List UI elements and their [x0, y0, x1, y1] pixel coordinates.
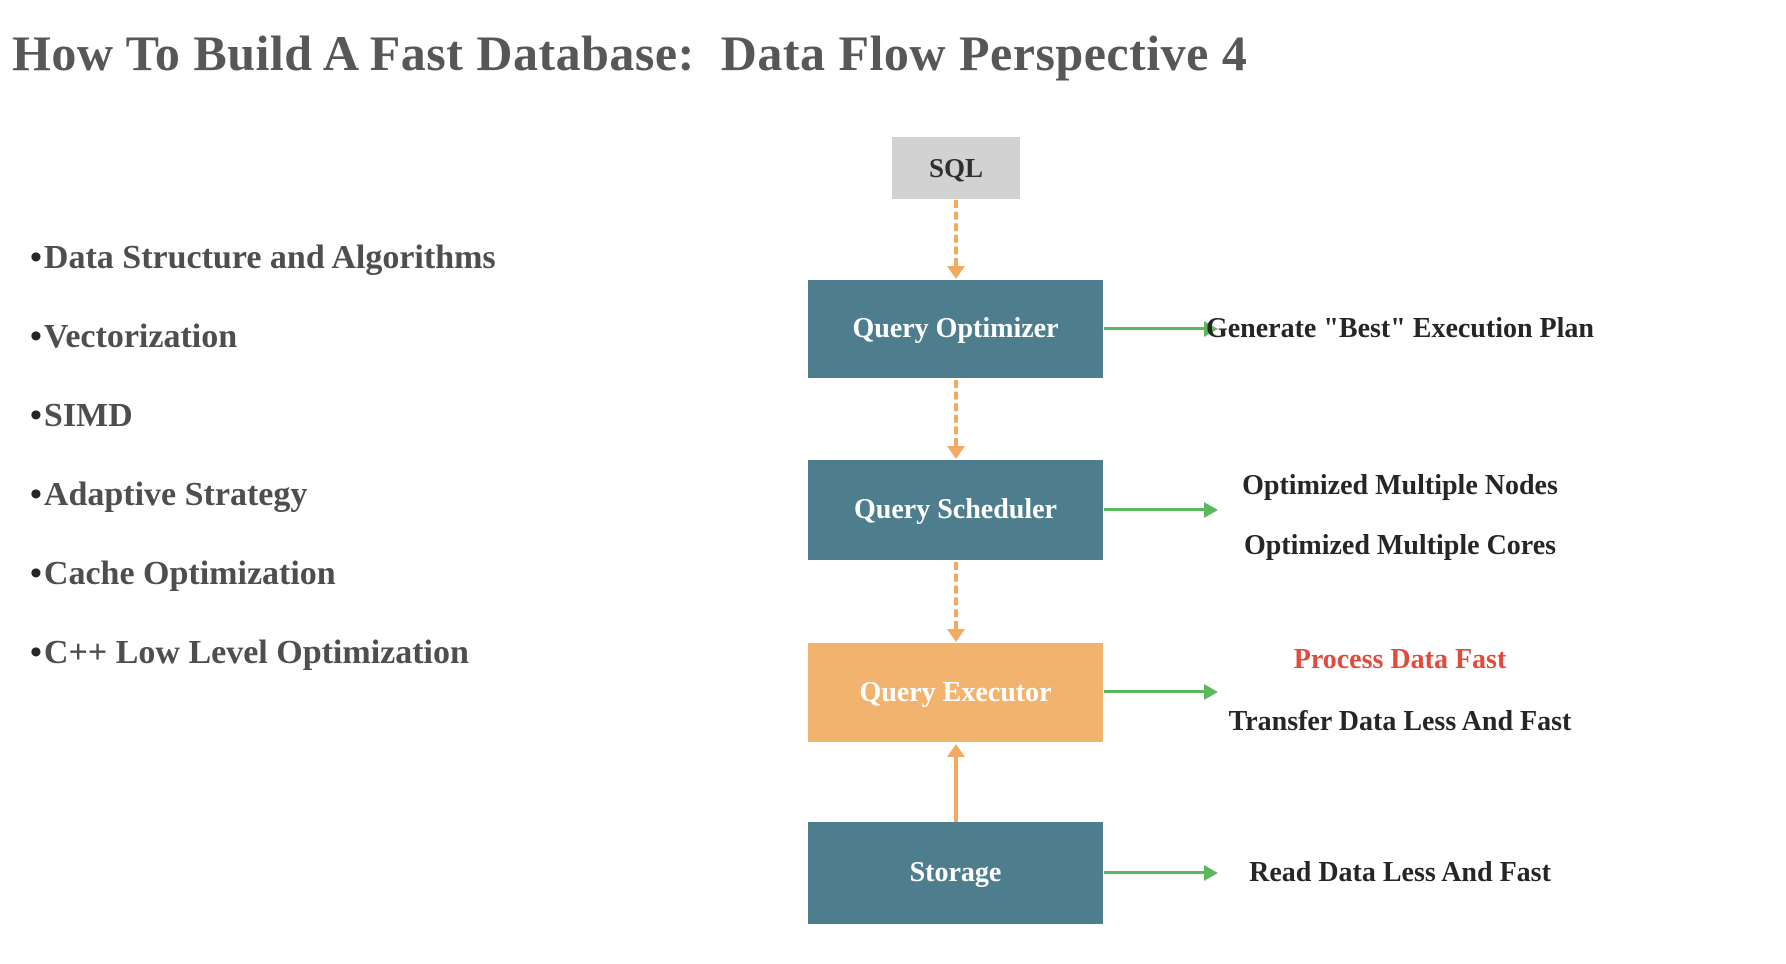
scheduler-annotation: Optimized Multiple Nodes Optimized Multi… [1140, 466, 1660, 566]
page-title: How To Build A Fast Database: Data Flow … [12, 25, 1248, 81]
bullet-item: Adaptive Strategy [30, 475, 496, 515]
arrowhead-right-icon [1204, 321, 1218, 337]
arrow-scheduler-annotation [1104, 508, 1204, 511]
annotation-line: Read Data Less And Fast [1249, 857, 1551, 888]
arrow-executor-annotation [1104, 690, 1204, 693]
arrow-sql-to-optimizer [954, 200, 958, 266]
bullet-item: Data Structure and Algorithms [30, 238, 496, 278]
arrow-storage-annotation [1104, 871, 1204, 874]
bullet-item: Cache Optimization [30, 554, 496, 594]
query-executor-node: Query Executor [808, 643, 1103, 742]
arrow-optimizer-to-scheduler [954, 380, 958, 446]
executor-annotation: Process Data Fast Transfer Data Less And… [1140, 640, 1660, 742]
annotation-line-highlight: Process Data Fast [1293, 644, 1507, 675]
arrowhead-right-icon [1204, 502, 1218, 518]
arrowhead-down-icon [947, 446, 965, 459]
annotation-line: Generate "Best" Execution Plan [1205, 313, 1595, 344]
optimizer-annotation: Generate "Best" Execution Plan [1140, 309, 1660, 349]
bullet-item: C++ Low Level Optimization [30, 633, 496, 673]
annotation-line: Optimized Multiple Nodes [1242, 470, 1558, 501]
arrowhead-right-icon [1204, 684, 1218, 700]
arrowhead-down-icon [947, 266, 965, 279]
arrow-scheduler-to-executor [954, 562, 958, 629]
query-scheduler-node: Query Scheduler [808, 460, 1103, 560]
bullet-item: Vectorization [30, 317, 496, 357]
sql-node: SQL [892, 137, 1020, 199]
storage-node: Storage [808, 822, 1103, 924]
annotation-line: Optimized Multiple Cores [1243, 530, 1557, 561]
arrowhead-right-icon [1204, 865, 1218, 881]
storage-annotation: Read Data Less And Fast [1140, 853, 1660, 893]
query-optimizer-node: Query Optimizer [808, 280, 1103, 378]
arrow-optimizer-annotation [1104, 327, 1204, 330]
arrowhead-down-icon [947, 629, 965, 642]
bullet-list: Data Structure and Algorithms Vectorizat… [30, 238, 496, 712]
arrow-storage-to-executor [954, 757, 958, 822]
bullet-item: SIMD [30, 396, 496, 436]
annotation-line: Transfer Data Less And Fast [1228, 706, 1572, 737]
arrowhead-up-icon [947, 744, 965, 757]
